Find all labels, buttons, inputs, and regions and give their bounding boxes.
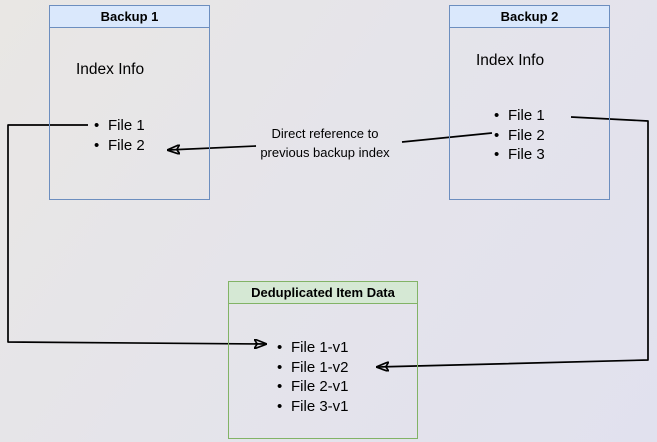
list-item-label: File 2 (108, 136, 145, 154)
list-item-label: File 1-v1 (291, 339, 349, 356)
dedup-header: Deduplicated Item Data (229, 282, 417, 304)
backup1-index-info-heading: Index Info (76, 61, 145, 78)
list-item-label: File 2 (508, 126, 545, 144)
bullet-icon: • (277, 397, 283, 415)
dedup-file-list: • File 1-v1 • File 1-v2 • File 2-v1 • Fi… (277, 338, 349, 416)
bullet-icon: • (494, 126, 500, 144)
direct-reference-label-line1: Direct reference to (271, 126, 379, 141)
backup1-file-list: • File 1 • File 2 (94, 116, 145, 155)
list-item-label: File 3-v1 (291, 397, 349, 415)
backup2-header: Backup 2 (450, 6, 609, 28)
list-item-label: File 2-v1 (291, 378, 349, 395)
list-item: • File 3-v1 (277, 397, 349, 417)
dedup-title: Deduplicated Item Data (251, 285, 395, 300)
bullet-icon: • (277, 339, 283, 356)
list-item: • File 2-v1 (277, 377, 349, 397)
list-item: • File 2 (94, 136, 145, 156)
backup1-box: Backup 1 Index Info • File 1 • File 2 (49, 5, 210, 200)
bullet-icon: • (94, 136, 100, 154)
list-item-label: File 3 (508, 146, 545, 163)
direct-reference-label-line2: previous backup index (260, 145, 390, 160)
bullet-icon: • (94, 117, 100, 134)
bullet-icon: • (494, 107, 500, 124)
list-item-label: File 1 (108, 117, 145, 134)
backup2-file-list: • File 1 • File 2 • File 3 (494, 106, 545, 165)
backup2-box: Backup 2 Index Info • File 1 • File 2 • … (449, 5, 610, 200)
backup1-title: Backup 1 (100, 9, 159, 24)
list-item: • File 3 (494, 145, 545, 165)
backup2-index-info-heading: Index Info (476, 52, 545, 69)
backup1-header: Backup 1 (50, 6, 209, 28)
dedup-box: Deduplicated Item Data • File 1-v1 • Fil… (228, 281, 418, 439)
list-item: • File 1 (94, 116, 145, 136)
list-item: • File 1-v2 (277, 358, 349, 378)
list-item: • File 1 (494, 106, 545, 126)
bullet-icon: • (277, 358, 283, 376)
list-item-label: File 1 (508, 107, 545, 124)
bullet-icon: • (494, 146, 500, 163)
bullet-icon: • (277, 378, 283, 395)
list-item: • File 2 (494, 126, 545, 146)
direct-reference-label: Direct reference to previous backup inde… (227, 124, 423, 162)
backup2-title: Backup 2 (500, 9, 559, 24)
list-item-label: File 1-v2 (291, 358, 349, 376)
list-item: • File 1-v1 (277, 338, 349, 358)
